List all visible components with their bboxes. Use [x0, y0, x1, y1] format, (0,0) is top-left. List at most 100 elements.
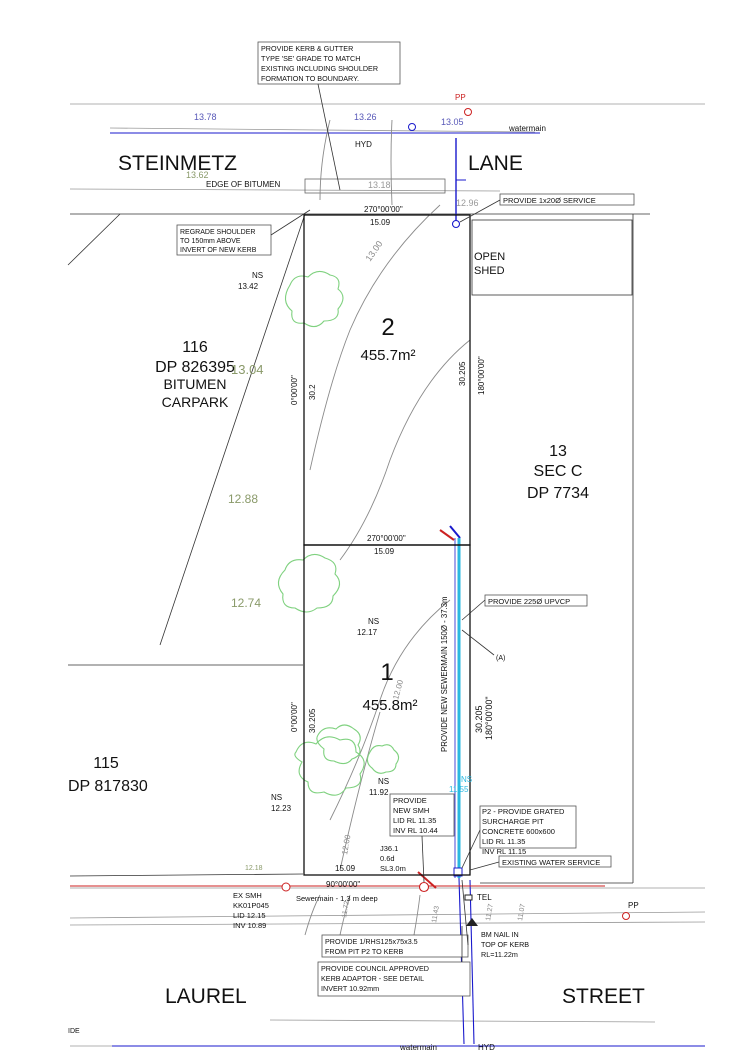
- leader-kerb: [317, 83, 341, 191]
- note-ex-smh-line: LID 12.15: [233, 911, 266, 920]
- street-name-street: STREET: [562, 985, 645, 1008]
- ns-tag: NS: [252, 271, 263, 280]
- distance-bottom: 15.09: [335, 864, 356, 873]
- spot-level: 12.18: [245, 865, 263, 872]
- water-service-point: [451, 219, 461, 229]
- road-line-bottom-3: [69, 921, 706, 926]
- note-adaptor-line: INVERT 10.92mm: [321, 984, 379, 993]
- boundary-116-west: [67, 213, 121, 266]
- note-pit-line: LID RL 11.35: [482, 837, 525, 846]
- lot-115-number: 115: [93, 755, 119, 772]
- note-ex-smh-line: KK01P045: [233, 901, 269, 910]
- road-line-2: [109, 127, 536, 133]
- spot-level: 13.00: [363, 239, 384, 263]
- ex-smh-symbol: [281, 882, 291, 892]
- ns-tag: NS: [271, 793, 282, 802]
- bearing-east-lower: 180°00'00": [484, 696, 494, 740]
- contour-road-3: [304, 894, 321, 936]
- bearing-east-upper: 180°00'00": [477, 356, 486, 395]
- spot-level: 13.26: [354, 112, 377, 122]
- contour-12-00: [329, 599, 451, 821]
- note-box-kerb: [257, 41, 401, 85]
- note-rhs-line: PROVIDE 1/RHS125x75x3.5: [325, 937, 418, 946]
- note-upvcp: PROVIDE 225Ø UPVCP: [488, 597, 570, 606]
- note-j36-line: 0.6d: [380, 854, 395, 863]
- contour-road-4: [339, 894, 351, 936]
- spot-level: 13.04: [231, 362, 264, 377]
- bm-nail-symbol: [466, 918, 478, 926]
- note-new-smh-line: LID RL 11.35: [393, 816, 436, 825]
- note-kerb-line: PROVIDE KERB & GUTTER: [261, 44, 353, 53]
- spot-level: 12.88: [228, 492, 258, 506]
- ns-tag: NS: [378, 777, 389, 786]
- note-pit-line: SURCHARGE PIT: [482, 817, 544, 826]
- leader-rhs: [461, 879, 469, 946]
- ns-tag: NS: [368, 617, 379, 626]
- label-ide: IDE: [68, 1028, 80, 1035]
- tel-symbol: [464, 894, 473, 901]
- lot-1-number: 1: [380, 659, 393, 686]
- ns-level: 11.55: [449, 785, 469, 794]
- note-box-service: [499, 193, 635, 206]
- open-shed-outline: [471, 219, 633, 296]
- lot-116-use-2: CARPARK: [162, 394, 229, 410]
- note-regrade-line: REGRADE SHOULDER: [180, 229, 255, 236]
- note-existing-water: EXISTING WATER SERVICE: [502, 858, 600, 867]
- contour-13-00: [309, 204, 441, 471]
- note-service: PROVIDE 1x20Ø SERVICE: [503, 196, 596, 205]
- lot-13-number: 13: [549, 443, 567, 460]
- kerb-gutter-strip: [304, 178, 446, 194]
- note-pit-line: CONCRETE 600x600: [482, 827, 555, 836]
- distance-west-upper: 30.2: [308, 384, 317, 400]
- spot-level: 11.72: [341, 900, 351, 918]
- note-open-shed-1: OPEN: [474, 251, 505, 263]
- water-service-bottom: [458, 877, 465, 1045]
- pit-p2-symbol: [453, 867, 463, 877]
- street-name-lane: LANE: [468, 152, 523, 175]
- spot-level: 13.78: [194, 112, 217, 122]
- note-j36-line: SL3.0m: [380, 864, 406, 873]
- spot-level: 13.18: [368, 180, 391, 190]
- ns-level: 12.17: [357, 628, 378, 637]
- distance-top: 15.09: [370, 218, 391, 227]
- bearing-west-upper: 0°00'00": [290, 375, 299, 405]
- leader-upvcp: [461, 599, 486, 621]
- bearing-bottom: 90°00'00": [326, 880, 360, 889]
- lot-13-section: SEC C: [534, 463, 583, 480]
- note-box-adaptor: [317, 961, 471, 997]
- lot-116-dp: DP 826395: [155, 359, 235, 376]
- note-box-pit: [479, 805, 577, 849]
- note-bm-line: TOP OF KERB: [481, 940, 529, 949]
- bearing-top: 270°00'00": [364, 205, 403, 214]
- spot-level: 11.43: [431, 905, 441, 923]
- label-watermain-top: watermain: [508, 124, 546, 133]
- spot-level: 12.74: [231, 596, 261, 610]
- lot-1-area: 455.8m²: [362, 697, 417, 714]
- leader-water-service: [469, 861, 500, 871]
- note-box-water-service: [498, 855, 612, 868]
- note-open-shed-2: SHED: [474, 265, 505, 277]
- boundary-115-south: [69, 873, 304, 877]
- spot-level: 13.62: [186, 170, 209, 180]
- note-box-new-smh: [389, 793, 455, 837]
- note-adaptor-line: PROVIDE COUNCIL APPROVED: [321, 964, 429, 973]
- contour-road-1: [319, 119, 331, 201]
- lot-2-number: 2: [381, 314, 394, 341]
- pp-symbol-top: [464, 108, 472, 116]
- note-bm-line: BM NAIL IN: [481, 930, 519, 939]
- distance-west-lower: 30.205: [308, 708, 317, 733]
- lot-115-dp: DP 817830: [68, 778, 148, 795]
- hyd-symbol-top: [408, 123, 416, 131]
- contour-12-88: [339, 339, 471, 561]
- water-service-bottom-2: [469, 879, 475, 1045]
- contour-lower: [339, 711, 381, 871]
- note-new-smh-line: NEW SMH: [393, 806, 429, 815]
- note-rhs-line: FROM PIT P2 TO KERB: [325, 947, 403, 956]
- note-box-regrade: [176, 224, 272, 256]
- note-j36-line: J36.1: [380, 844, 398, 853]
- note-new-smh-line: PROVIDE: [393, 796, 427, 805]
- road-edge-line: [69, 188, 501, 192]
- ns-tag: NS: [461, 775, 472, 784]
- label-pp-top: PP: [455, 93, 466, 102]
